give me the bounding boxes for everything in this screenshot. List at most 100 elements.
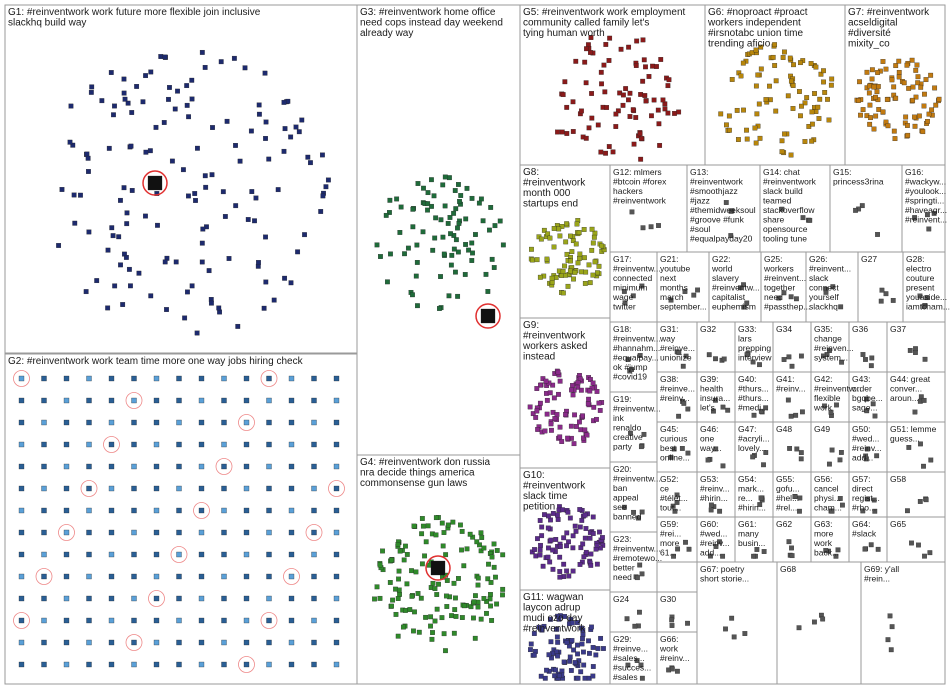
node <box>593 260 598 265</box>
node <box>573 524 578 529</box>
node <box>555 635 560 640</box>
node <box>453 206 458 211</box>
node <box>872 127 877 132</box>
node <box>416 591 421 596</box>
node <box>19 662 24 667</box>
node <box>584 136 589 141</box>
node <box>893 63 898 68</box>
node <box>306 155 311 160</box>
node <box>546 514 551 519</box>
node <box>440 615 445 620</box>
node <box>591 664 596 669</box>
node <box>591 381 596 386</box>
node <box>788 56 793 61</box>
node <box>267 508 272 513</box>
node <box>570 249 575 254</box>
node <box>312 508 317 513</box>
node <box>154 618 159 623</box>
node <box>430 637 435 642</box>
node <box>244 530 249 535</box>
node <box>916 74 921 79</box>
node <box>782 357 787 362</box>
node <box>42 376 47 381</box>
node <box>580 414 585 419</box>
node <box>913 410 918 415</box>
hub-node-slackhq <box>148 176 162 190</box>
node <box>318 209 323 214</box>
node <box>64 486 69 491</box>
node <box>623 86 628 91</box>
node <box>755 112 760 117</box>
node <box>312 376 317 381</box>
node <box>177 618 182 623</box>
group-label-g49: G49 <box>814 424 830 434</box>
node <box>780 149 785 154</box>
node <box>867 122 872 127</box>
node <box>872 85 877 90</box>
node <box>106 248 111 253</box>
node <box>334 464 339 469</box>
node <box>190 284 195 289</box>
node <box>109 508 114 513</box>
node <box>457 221 462 226</box>
node <box>312 464 317 469</box>
node <box>579 270 584 275</box>
group-label-g11: G11: wagwanlaycon adrupmudi ozo day#rein… <box>523 592 586 635</box>
node <box>163 260 168 265</box>
node <box>203 65 208 70</box>
node <box>875 232 880 237</box>
node <box>568 269 573 274</box>
node <box>78 193 83 198</box>
node <box>375 243 380 248</box>
node <box>869 363 874 368</box>
node <box>587 651 592 656</box>
node <box>829 83 834 88</box>
node <box>246 217 251 222</box>
node <box>402 558 407 563</box>
node <box>639 136 644 141</box>
node <box>441 235 446 240</box>
node <box>42 640 47 645</box>
node <box>442 631 447 636</box>
node <box>554 537 559 542</box>
group-label-g68: G68 <box>780 564 796 574</box>
node <box>791 83 796 88</box>
node <box>556 370 561 375</box>
node <box>817 116 822 121</box>
node <box>222 574 227 579</box>
node <box>535 427 540 432</box>
node <box>109 464 114 469</box>
node <box>567 574 572 579</box>
node <box>915 63 920 68</box>
node <box>621 93 626 98</box>
node <box>42 442 47 447</box>
node <box>42 486 47 491</box>
node <box>546 526 551 531</box>
node <box>583 428 588 433</box>
node <box>486 289 491 294</box>
node <box>193 198 198 203</box>
node <box>444 594 449 599</box>
node <box>706 458 711 463</box>
group-panel-g68 <box>777 562 861 684</box>
node <box>484 272 489 277</box>
node <box>436 582 441 587</box>
node <box>543 429 548 434</box>
node <box>561 269 566 274</box>
node <box>143 73 148 78</box>
node <box>641 38 646 43</box>
group-label-g24: G24 <box>613 594 629 604</box>
node <box>177 420 182 425</box>
node <box>787 446 792 451</box>
node <box>430 630 435 635</box>
node <box>584 550 589 555</box>
node <box>856 98 861 103</box>
node <box>199 596 204 601</box>
node <box>529 247 534 252</box>
node <box>170 159 175 164</box>
node <box>289 640 294 645</box>
node <box>109 574 114 579</box>
node <box>107 146 112 151</box>
node <box>132 530 137 535</box>
node <box>924 497 929 502</box>
